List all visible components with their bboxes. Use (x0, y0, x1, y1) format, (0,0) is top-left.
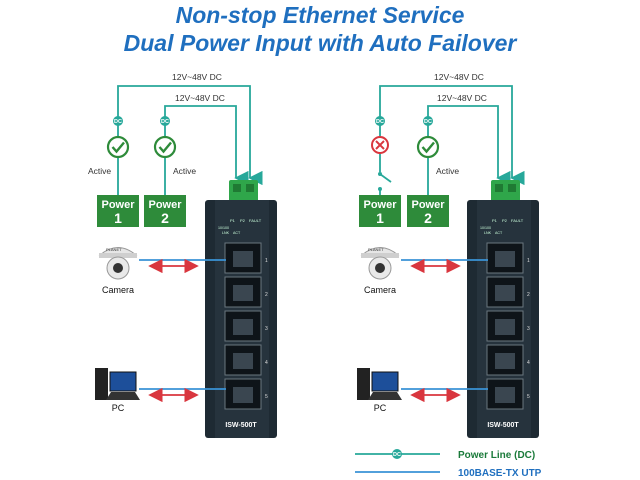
status-active-1: Active (88, 166, 111, 176)
power-1-number: 1 (376, 210, 384, 226)
dc-badge-icon: DC (392, 449, 402, 459)
scenario-left: 12V~48V DC 12V~48V DC DC DC Active Activ… (88, 72, 277, 438)
svg-text:2: 2 (527, 292, 530, 298)
legend: DC Power Line (DC) 100BASE-TX UTP (355, 449, 542, 479)
port-1: 1 (486, 242, 530, 274)
check-circle-icon (153, 135, 177, 159)
power-1-word: Power (363, 199, 397, 211)
dc-badge-text: DC (376, 119, 384, 125)
terminal-block-icon (229, 180, 258, 202)
dc-badge-icon: DC (375, 116, 385, 126)
device-model: ISW-500T (487, 422, 519, 429)
dc-badge-icon: DC (160, 116, 170, 126)
camera-label: Camera (102, 285, 134, 295)
led-p1: P1 (230, 218, 236, 223)
pc-label: PC (112, 403, 125, 413)
led-lnk: LNK (222, 231, 230, 235)
scenario-right: 12V~48V DC 12V~48V DC DC DC Active (357, 72, 539, 438)
device-model: ISW-500T (225, 422, 257, 429)
voltage-label-2: 12V~48V DC (437, 93, 487, 103)
port-4: 4 (224, 344, 268, 376)
svg-text:3: 3 (265, 326, 268, 332)
status-active-2: Active (173, 166, 196, 176)
camera-label: Camera (364, 285, 396, 295)
svg-text:4: 4 (265, 360, 268, 366)
port-1: 1 (224, 242, 268, 274)
port-3: 3 (486, 310, 530, 342)
led-act: ACT (233, 231, 241, 235)
led-fault: FAULT (511, 218, 524, 223)
dc-badge-icon: DC (113, 116, 123, 126)
voltage-label-2: 12V~48V DC (175, 93, 225, 103)
led-act: ACT (495, 231, 503, 235)
svg-text:3: 3 (527, 326, 530, 332)
power-supply-2: Power 2 (144, 195, 186, 227)
port-4: 4 (486, 344, 530, 376)
port-5: 5 (224, 378, 268, 410)
power-2-number: 2 (424, 210, 432, 226)
fail-circle-icon (371, 136, 389, 154)
power-supply-1: Power 1 (97, 195, 139, 227)
legend-power-label: Power Line (DC) (458, 450, 535, 461)
dc-badge-text: DC (114, 119, 122, 125)
svg-text:1: 1 (527, 258, 530, 264)
voltage-label-1: 12V~48V DC (172, 72, 222, 82)
led-p1: P1 (492, 218, 498, 223)
led-fault: FAULT (249, 218, 262, 223)
power-wire-1 (379, 85, 525, 186)
power-2-word: Power (148, 199, 182, 211)
led-p2: P2 (240, 218, 246, 223)
camera-brand: PLANET (106, 247, 122, 252)
title-line-1: Non-stop Ethernet Service (175, 2, 465, 28)
power-supply-1: Power 1 (359, 195, 401, 227)
check-circle-icon (106, 135, 130, 159)
power-1-number: 1 (114, 210, 122, 226)
pc-label: PC (374, 403, 387, 413)
check-circle-icon (416, 135, 440, 159)
led-speed: 10/100 (480, 226, 491, 230)
legend-utp-label: 100BASE-TX UTP (458, 468, 542, 479)
terminal-block-icon (491, 180, 520, 202)
port-5: 5 (486, 378, 530, 410)
pc-icon (95, 368, 140, 400)
port-2: 2 (486, 276, 530, 308)
title-line-2: Dual Power Input with Auto Failover (123, 30, 517, 56)
ethernet-switch: P1 P2 FAULT 10/100 LNK ACT 1 2 3 4 5 ISW… (467, 200, 539, 438)
voltage-label-1: 12V~48V DC (434, 72, 484, 82)
ethernet-switch: P1 P2 FAULT 10/100 LNK ACT 1 2 3 4 5 ISW… (205, 200, 277, 438)
pc-icon (357, 368, 402, 400)
open-switch-icon (378, 172, 392, 195)
svg-text:1: 1 (265, 258, 268, 264)
svg-text:5: 5 (527, 394, 530, 400)
power-supply-2: Power 2 (407, 195, 449, 227)
power-2-number: 2 (161, 210, 169, 226)
dc-badge-text: DC (161, 119, 169, 125)
dc-badge-icon: DC (423, 116, 433, 126)
led-speed: 10/100 (218, 226, 229, 230)
power-2-word: Power (411, 199, 445, 211)
camera-brand: PLANET (368, 247, 384, 252)
camera-icon: PLANET (98, 247, 138, 280)
svg-text:5: 5 (265, 394, 268, 400)
power-1-word: Power (101, 199, 135, 211)
led-lnk: LNK (484, 231, 492, 235)
port-3: 3 (224, 310, 268, 342)
camera-icon: PLANET (360, 247, 400, 280)
svg-text:2: 2 (265, 292, 268, 298)
svg-text:DC: DC (393, 452, 401, 458)
dc-badge-text: DC (424, 119, 432, 125)
svg-text:4: 4 (527, 360, 530, 366)
status-active-2: Active (436, 166, 459, 176)
led-p2: P2 (502, 218, 508, 223)
power-wire-2 (164, 105, 249, 195)
port-2: 2 (224, 276, 268, 308)
